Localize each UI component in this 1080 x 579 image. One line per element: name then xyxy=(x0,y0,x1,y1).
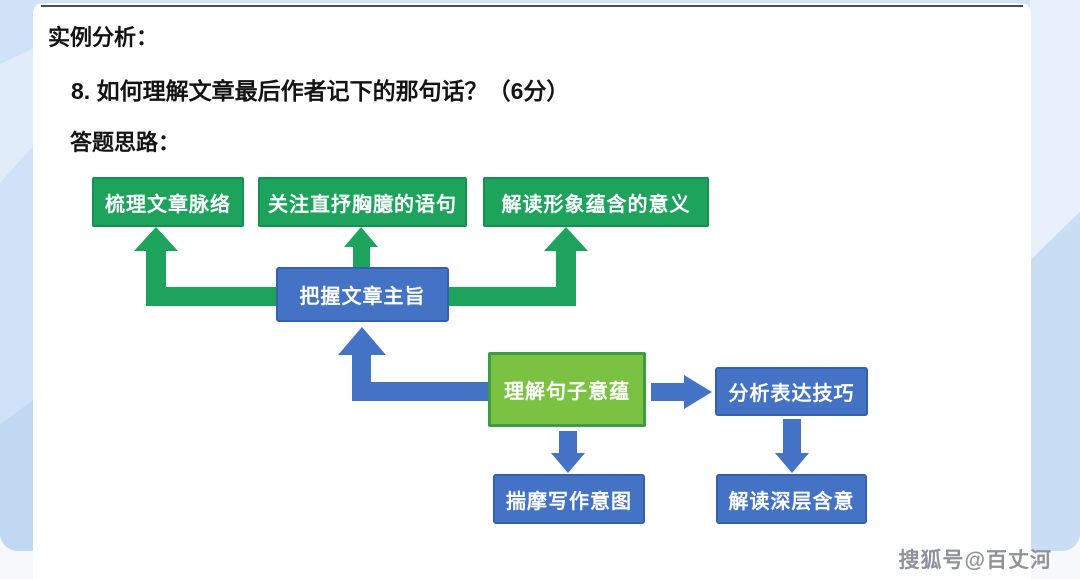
flow-node-comb-article-structure: 梳理文章脉络 xyxy=(92,177,244,227)
connector-blue-right-shaft xyxy=(651,383,685,401)
question-text: 8. 如何理解文章最后作者记下的那句话？（6分） xyxy=(71,78,570,104)
connector-green-elbow-left-horizontal xyxy=(146,287,276,306)
sohu-watermark: 搜狐号@百丈河 xyxy=(898,549,1052,572)
flow-node-analyze-expression-technique: 分析表达技巧 xyxy=(715,367,868,416)
decorative-strip-right-top xyxy=(1030,0,1080,260)
connector-green-straight-vertical xyxy=(353,246,370,267)
arrowhead-right-to-technique xyxy=(684,375,712,409)
connector-blue-down-left-shaft xyxy=(559,431,577,454)
flow-node-interpret-image-meaning: 解读形象蕴含的意义 xyxy=(483,177,709,227)
decorative-polygon-left-top xyxy=(0,48,34,183)
arrowhead-up-to-main-theme xyxy=(338,327,386,355)
arrowhead-down-to-writing-intent xyxy=(551,453,585,473)
decorative-polygon-left-bottom xyxy=(0,399,34,551)
connector-blue-elbow-vertical xyxy=(352,354,371,401)
arrowhead-down-to-deep-meaning xyxy=(775,453,809,473)
arrowhead-up-to-direct-expression xyxy=(344,227,378,247)
flow-node-grasp-main-theme: 把握文章主旨 xyxy=(276,267,449,322)
arrowhead-up-to-comb-structure xyxy=(134,227,178,251)
connector-blue-elbow-horizontal xyxy=(352,382,488,401)
connector-blue-down-right-shaft xyxy=(783,419,801,454)
flow-node-infer-writing-intent: 揣摩写作意图 xyxy=(493,474,645,524)
section-label: 实例分析： xyxy=(48,25,159,50)
slide-top-divider xyxy=(41,5,1023,7)
connector-green-elbow-right-horizontal xyxy=(449,287,576,306)
flow-node-understand-sentence-meaning: 理解句子意蕴 xyxy=(488,352,646,427)
decorative-polygon-right-bottom xyxy=(1030,211,1080,551)
flow-node-interpret-deep-meaning: 解读深层含意 xyxy=(716,474,867,524)
connector-green-elbow-left-vertical xyxy=(146,250,166,306)
connector-green-elbow-right-vertical xyxy=(556,250,576,306)
arrowhead-up-to-image-meaning xyxy=(544,227,588,251)
flow-node-attend-direct-expression: 关注直抒胸臆的语句 xyxy=(258,177,467,227)
answer-path-label: 答题思路： xyxy=(70,130,181,155)
